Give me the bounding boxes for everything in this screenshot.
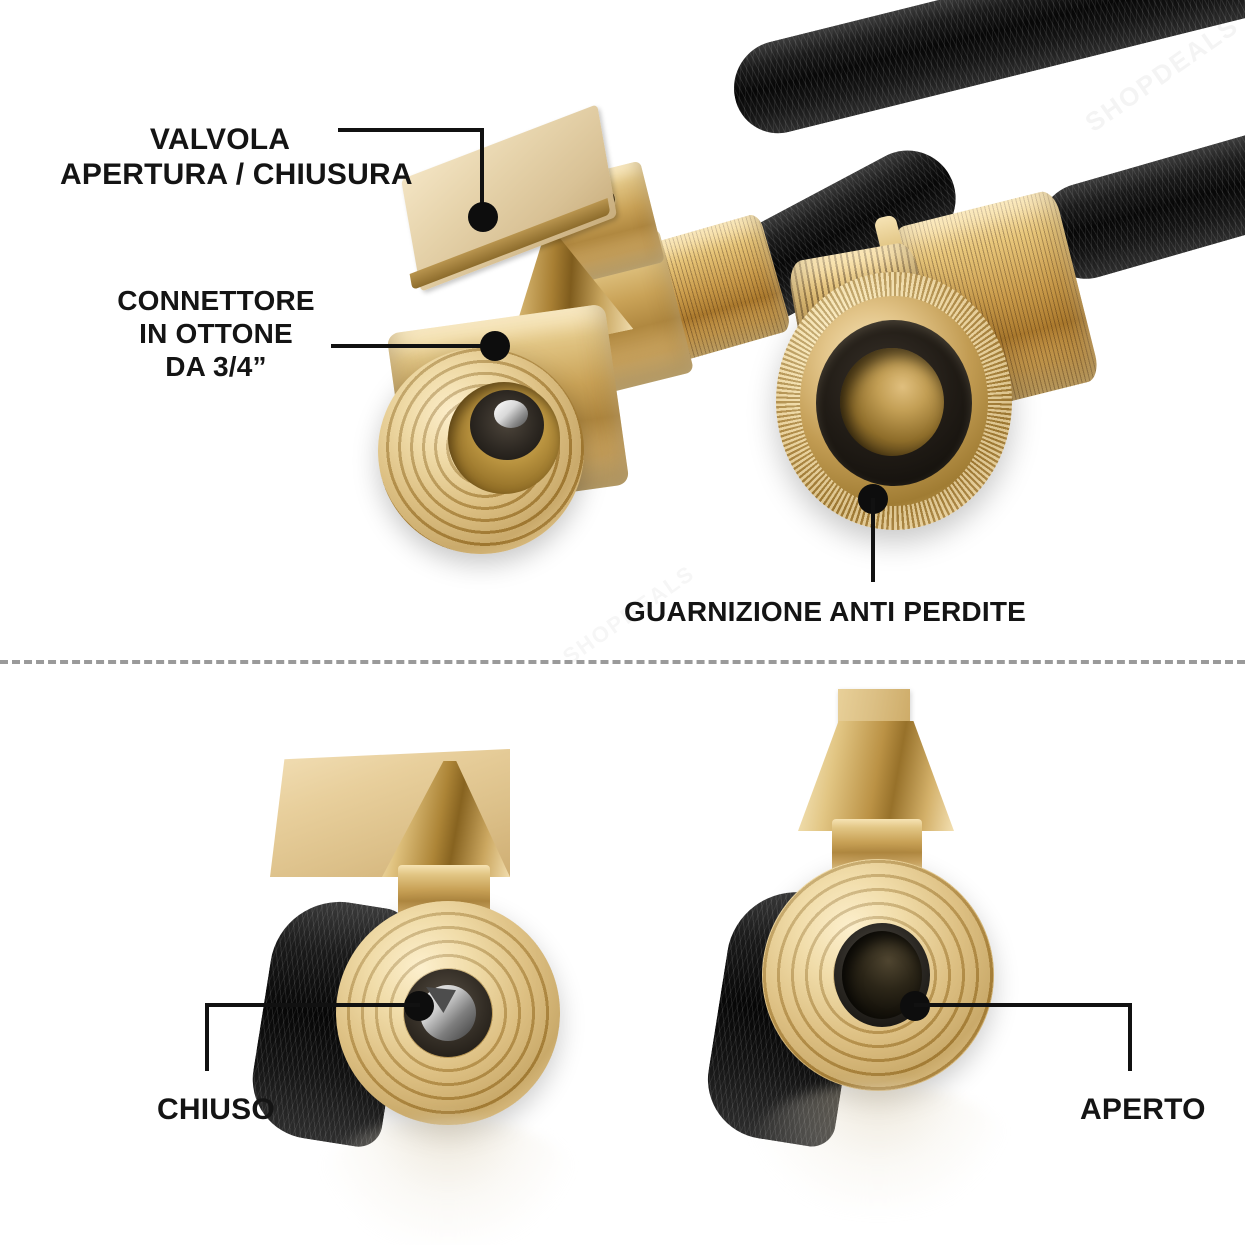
leader-line-open-vertical bbox=[1128, 1003, 1132, 1071]
label-connector-line2: IN OTTONE bbox=[139, 318, 293, 350]
male-connector-pin bbox=[494, 400, 528, 428]
label-connector-line3: DA 3/4” bbox=[165, 351, 267, 383]
hose-upper bbox=[725, 0, 1245, 143]
label-gasket: GUARNIZIONE ANTI PERDITE bbox=[624, 595, 1026, 628]
label-connector-line1: CONNETTORE bbox=[117, 285, 315, 316]
callout-dot-valve bbox=[468, 202, 498, 232]
leader-line-closed-horizontal bbox=[205, 1003, 420, 1007]
open-valve-reflection bbox=[748, 1083, 1008, 1213]
label-closed: CHIUSO bbox=[157, 1092, 275, 1127]
leader-line-closed-vertical bbox=[205, 1003, 209, 1071]
female-connector-bore bbox=[840, 348, 944, 456]
leader-line-connector bbox=[331, 344, 491, 348]
label-connector: CONNETTORE IN OTTONE DA 3/4” bbox=[108, 284, 324, 383]
leader-line-valve-vertical bbox=[480, 128, 484, 214]
closed-valve-reflection bbox=[320, 1117, 576, 1245]
leader-line-gasket bbox=[871, 498, 875, 582]
top-product-photo bbox=[331, 0, 1245, 582]
open-valve-cone bbox=[798, 721, 954, 831]
leader-line-open-horizontal bbox=[914, 1003, 1132, 1007]
leader-line-valve-horizontal bbox=[338, 128, 484, 132]
label-gasket-line1: GUARNIZIONE ANTI PERDITE bbox=[624, 596, 1026, 627]
section-divider bbox=[0, 660, 1245, 664]
label-open: APERTO bbox=[1080, 1092, 1206, 1127]
label-valve: VALVOLA APERTURA / CHIUSURA bbox=[60, 122, 413, 193]
label-closed-text: CHIUSO bbox=[157, 1093, 275, 1126]
label-valve-line2: APERTURA / CHIUSURA bbox=[60, 158, 413, 192]
label-valve-line1: VALVOLA bbox=[149, 123, 291, 156]
label-open-text: APERTO bbox=[1080, 1093, 1206, 1126]
callout-dot-connector bbox=[480, 331, 510, 361]
bottom-comparison-photos bbox=[0, 665, 1245, 1245]
